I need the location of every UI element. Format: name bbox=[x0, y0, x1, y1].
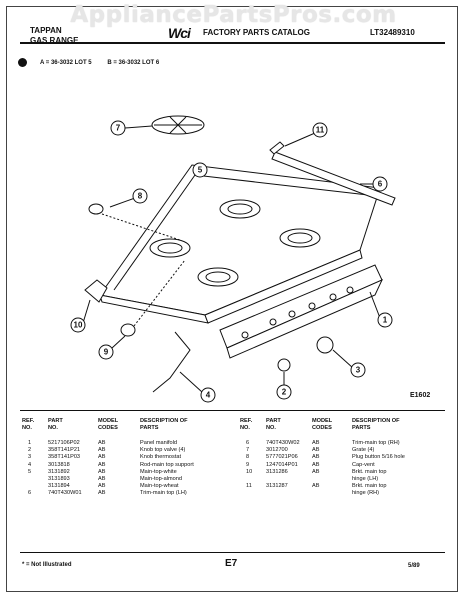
bullet-icon bbox=[18, 58, 27, 67]
hinge-bracket-lh bbox=[84, 279, 108, 303]
header-model-codes: MODEL CODES bbox=[312, 418, 333, 432]
grate bbox=[151, 115, 205, 135]
trim-main-top bbox=[271, 151, 396, 206]
catalog-title: FACTORY PARTS CATALOG bbox=[203, 28, 310, 37]
knob-top-valve bbox=[277, 358, 291, 372]
header-rule bbox=[20, 42, 445, 44]
figure-code: E1602 bbox=[410, 392, 431, 399]
header-ref-no: REF. NO. bbox=[240, 418, 253, 432]
main-top bbox=[99, 164, 381, 324]
parts-table-left: REF. NO. PART NO. MODEL CODES DESCRIPTIO… bbox=[22, 418, 227, 498]
header-ref-no: REF. NO. bbox=[22, 418, 35, 432]
cap-vent bbox=[120, 323, 136, 337]
callout-6: 6 bbox=[378, 180, 383, 189]
page-frame bbox=[6, 6, 458, 592]
callout-4: 4 bbox=[206, 391, 211, 400]
knob-thermostat bbox=[316, 336, 334, 354]
header-part-no: PART NO. bbox=[266, 418, 281, 432]
callout-9: 9 bbox=[104, 348, 109, 357]
brand-block: TAPPAN GAS RANGE bbox=[30, 26, 78, 46]
support-rod bbox=[152, 331, 191, 393]
callout-8: 8 bbox=[138, 192, 143, 201]
brand-line-1: TAPPAN bbox=[30, 26, 62, 35]
revision-date: 5/89 bbox=[408, 563, 420, 569]
callout-10: 10 bbox=[74, 321, 83, 330]
header-part-no: PART NO. bbox=[48, 418, 63, 432]
page-number: E7 bbox=[225, 558, 238, 569]
exploded-parts-diagram: 7 11 5 6 8 10 9 1 3 2 4 bbox=[70, 115, 396, 403]
brand-line-2: GAS RANGE bbox=[30, 36, 79, 45]
footnote: * = Not Illustrated bbox=[22, 562, 72, 568]
callout-5: 5 bbox=[198, 166, 203, 175]
header-description: DESCRIPTION OF PARTS bbox=[140, 418, 188, 432]
hinge-bracket-rh bbox=[269, 141, 285, 155]
table-header: REF. NO. PART NO. MODEL CODES DESCRIPTIO… bbox=[22, 418, 227, 434]
callout-1: 1 bbox=[383, 316, 388, 325]
table-top-rule bbox=[20, 410, 445, 411]
header-description: DESCRIPTION OF PARTS bbox=[352, 418, 400, 432]
wci-logo: Wci bbox=[168, 25, 191, 41]
callout-11: 11 bbox=[316, 126, 325, 135]
header-model-codes: MODEL CODES bbox=[98, 418, 119, 432]
parts-table-right: REF. NO. PART NO. MODEL CODES DESCRIPTIO… bbox=[240, 418, 450, 498]
callout-2: 2 bbox=[282, 388, 287, 397]
model-a: A = 36-3032 LOT 5 bbox=[40, 60, 92, 66]
table-row: hinge (RH) bbox=[352, 490, 380, 497]
document-number: LT32489310 bbox=[370, 28, 415, 37]
watermark: AppliancePartsPros.com bbox=[70, 2, 397, 28]
model-b: B = 36-3032 LOT 6 bbox=[107, 60, 160, 66]
panel-manifold bbox=[219, 264, 384, 359]
plug-button bbox=[88, 203, 104, 215]
callout-7: 7 bbox=[116, 124, 121, 133]
table-row: hinge (LH) bbox=[352, 475, 379, 482]
callout-3: 3 bbox=[356, 366, 361, 375]
table-header: REF. NO. PART NO. MODEL CODES DESCRIPTIO… bbox=[240, 418, 450, 434]
model-legend: A = 36-3032 LOT 5 B = 36-3032 LOT 6 bbox=[40, 60, 173, 66]
footer-rule bbox=[20, 552, 445, 553]
